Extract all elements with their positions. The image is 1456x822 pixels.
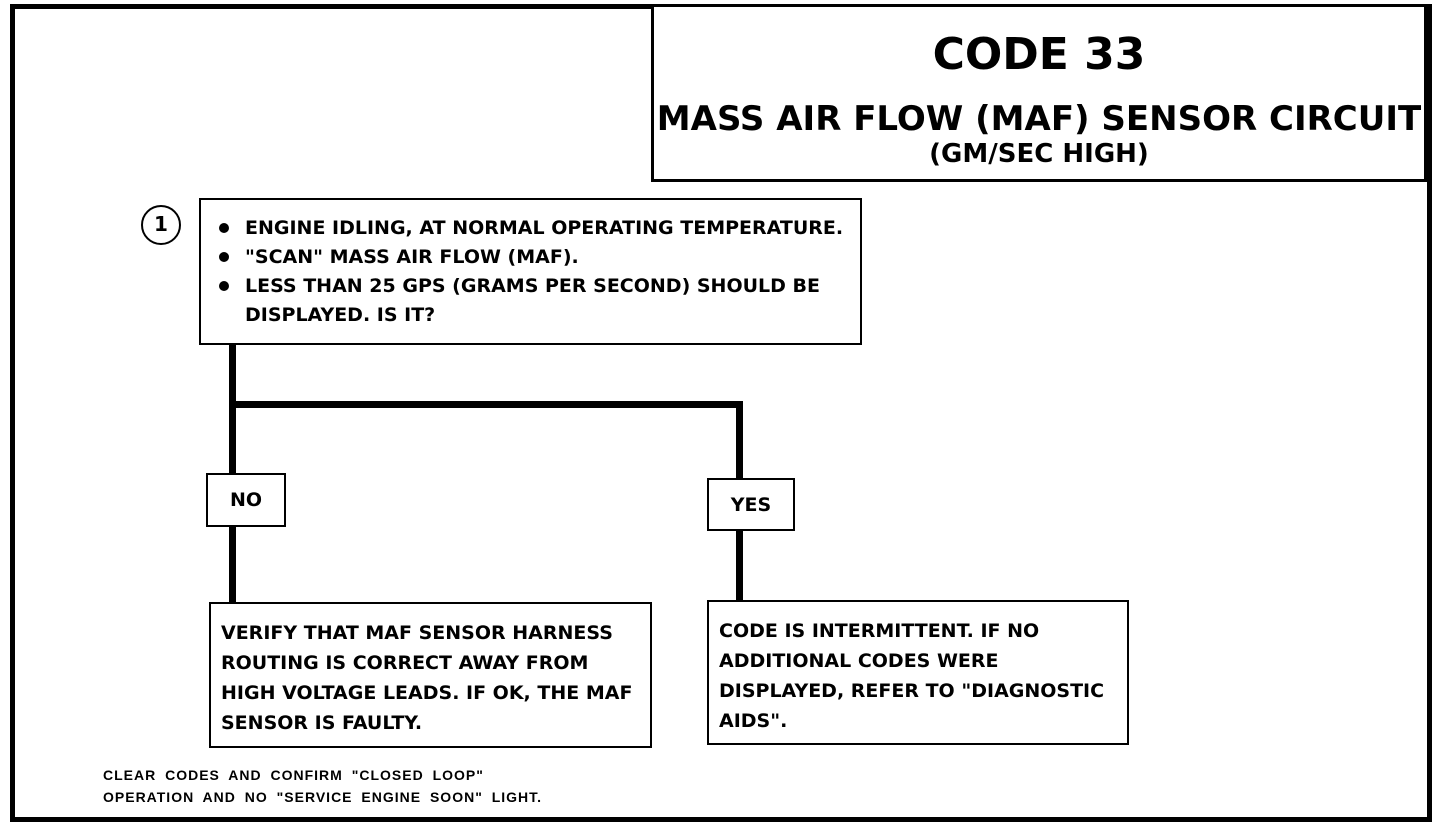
yes-result-line-3: DISPLAYED, REFER TO "DIAGNOSTIC	[719, 680, 1105, 702]
connector-yes-lower	[736, 531, 743, 600]
connector-horizontal	[229, 401, 743, 408]
connector-no-lower	[229, 527, 236, 602]
circuit-subtitle: (GM/SEC HIGH)	[929, 139, 1149, 169]
no-branch-label: NO	[206, 473, 286, 527]
bullet-icon	[219, 223, 229, 233]
question-line-1: ENGINE IDLING, AT NORMAL OPERATING TEMPE…	[211, 214, 850, 243]
title-box: CODE 33 MASS AIR FLOW (MAF) SENSOR CIRCU…	[651, 4, 1427, 182]
question-line-4: DISPLAYED. IS IT?	[245, 304, 436, 326]
yes-result-line-2: ADDITIONAL CODES WERE	[719, 650, 999, 672]
no-result-line-4: SENSOR IS FAULTY.	[221, 712, 423, 734]
no-result-box: VERIFY THAT MAF SENSOR HARNESS ROUTING I…	[209, 602, 652, 748]
footer-line-2: OPERATION AND NO "SERVICE ENGINE SOON" L…	[103, 789, 543, 805]
bullet-icon	[219, 252, 229, 262]
connector-yes-vertical	[736, 401, 743, 478]
question-line-2: "SCAN" MASS AIR FLOW (MAF).	[211, 243, 850, 272]
code-title: CODE 33	[932, 29, 1146, 80]
footer-note: CLEAR CODES AND CONFIRM "CLOSED LOOP" OP…	[103, 764, 542, 808]
yes-result-line-1: CODE IS INTERMITTENT. IF NO	[719, 620, 1040, 642]
yes-result-box: CODE IS INTERMITTENT. IF NO ADDITIONAL C…	[707, 600, 1129, 745]
yes-branch-label: YES	[707, 478, 795, 531]
question-box: ENGINE IDLING, AT NORMAL OPERATING TEMPE…	[199, 198, 862, 345]
footer-line-1: CLEAR CODES AND CONFIRM "CLOSED LOOP"	[103, 767, 484, 783]
no-result-line-2: ROUTING IS CORRECT AWAY FROM	[221, 652, 589, 674]
no-result-line-1: VERIFY THAT MAF SENSOR HARNESS	[221, 622, 613, 644]
no-result-line-3: HIGH VOLTAGE LEADS. IF OK, THE MAF	[221, 682, 633, 704]
bullet-icon	[219, 281, 229, 291]
step-number-circle: 1	[141, 205, 181, 245]
yes-result-line-4: AIDS".	[719, 710, 788, 732]
circuit-title: MASS AIR FLOW (MAF) SENSOR CIRCUIT	[656, 99, 1422, 139]
connector-main-vertical	[229, 345, 236, 473]
question-line-3: LESS THAN 25 GPS (GRAMS PER SECOND) SHOU…	[211, 272, 850, 301]
